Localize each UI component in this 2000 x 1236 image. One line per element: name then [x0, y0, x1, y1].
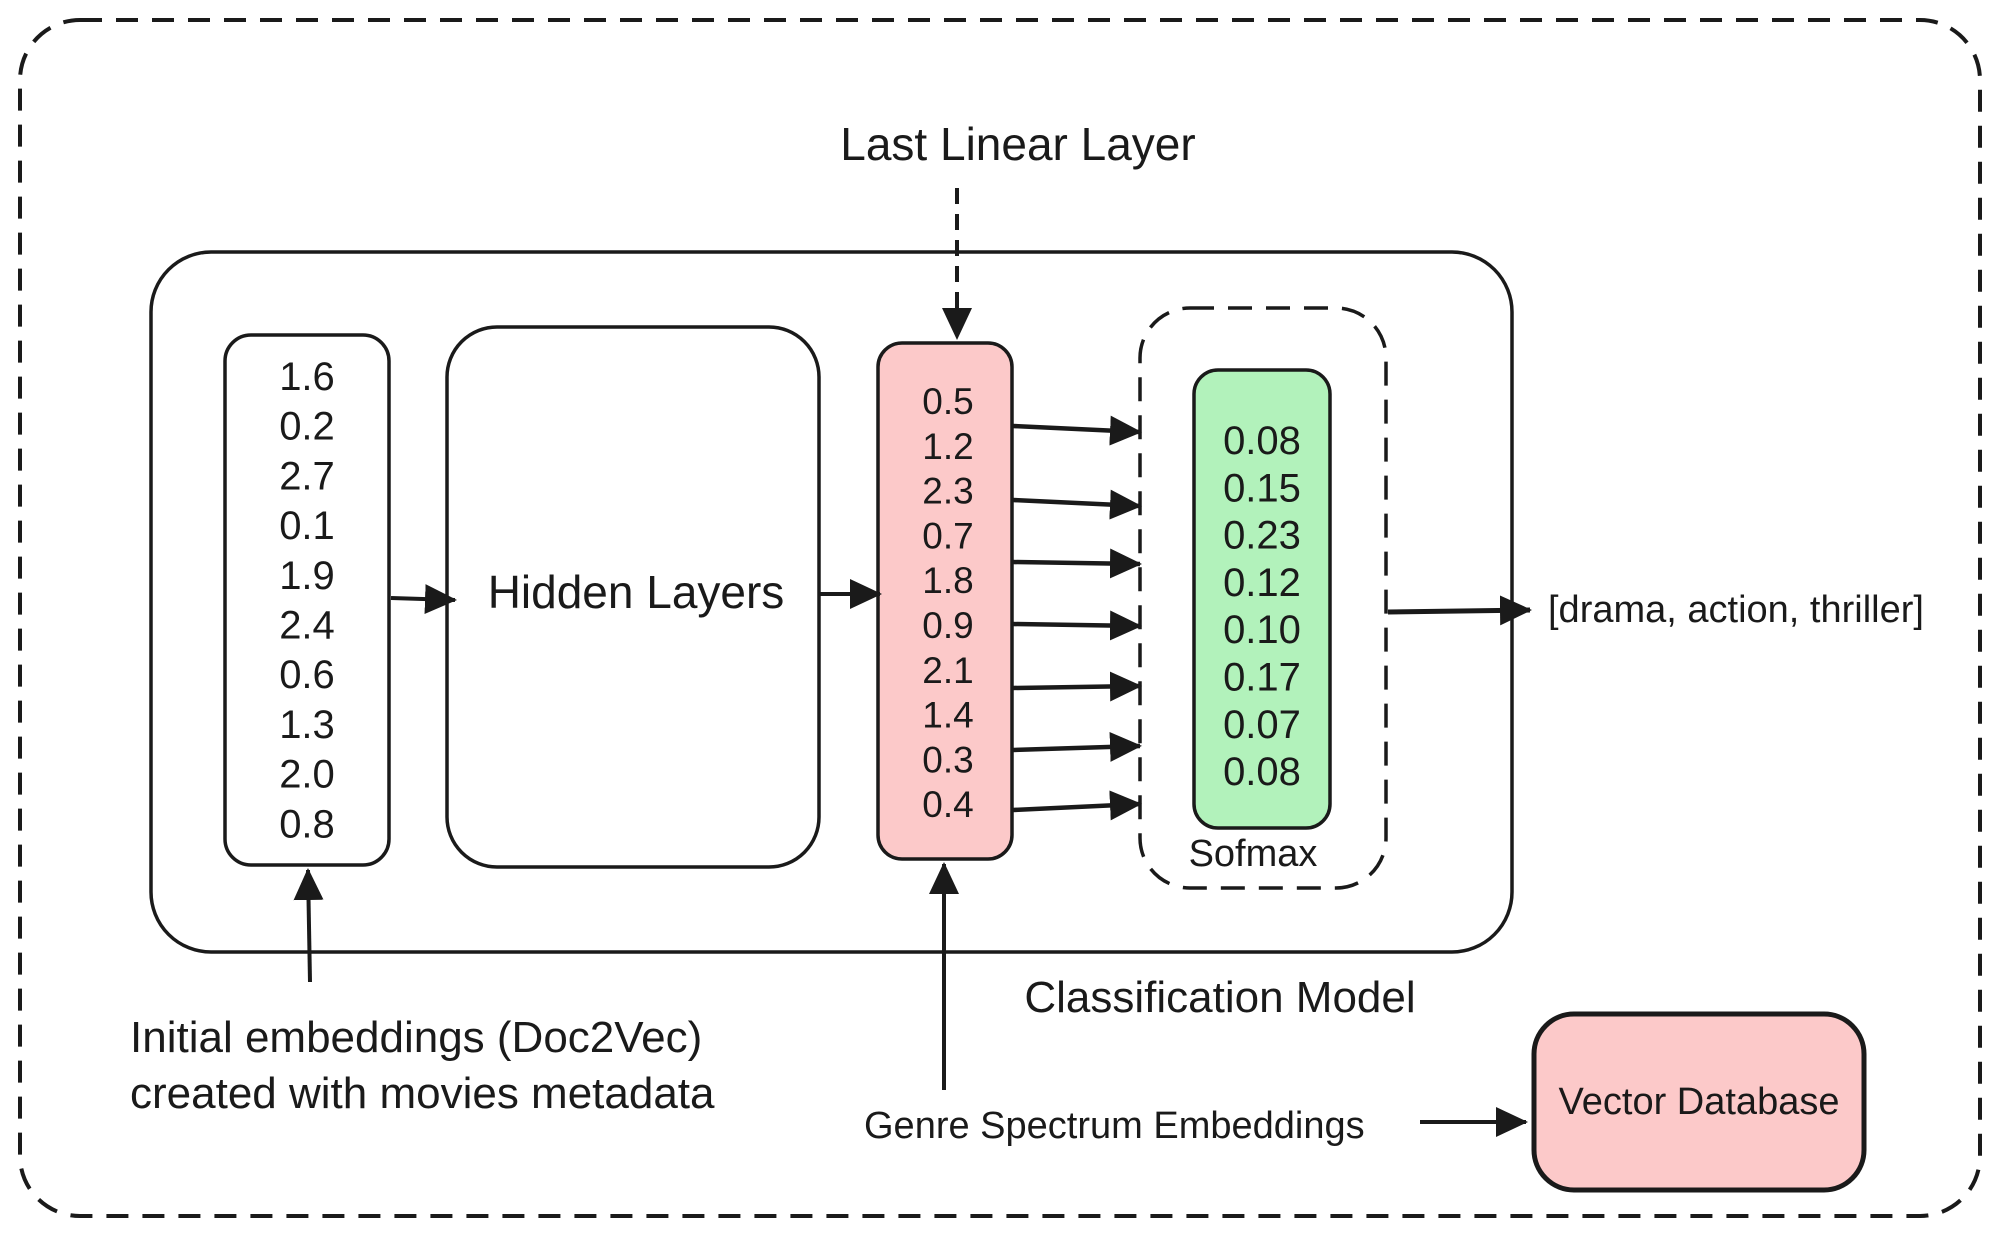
- softmax-value: 0.07: [1223, 703, 1301, 747]
- linear-softmax-arrow: [1012, 671, 1142, 702]
- genre-spectrum-label: Genre Spectrum Embeddings: [864, 1105, 1365, 1147]
- last-linear-value: 1.4: [922, 695, 973, 736]
- input-embedding-value: 0.1: [279, 504, 335, 548]
- softmax-value: 0.08: [1223, 750, 1301, 794]
- input-to-hidden-arrow: [390, 584, 457, 615]
- linear-softmax-arrow: [1012, 731, 1142, 762]
- softmax-to-output-arrow: [1387, 595, 1532, 626]
- softmax-value: 0.17: [1223, 656, 1301, 700]
- input-embedding-value: 2.0: [279, 753, 335, 797]
- vector-database-box: [1531, 1011, 1867, 1193]
- softmax-value: 0.08: [1223, 419, 1301, 463]
- last-linear-value: 0.4: [922, 784, 973, 825]
- last-linear-value: 0.3: [922, 739, 973, 780]
- input-embedding-value: 2.4: [279, 604, 335, 648]
- last-linear-value: 1.8: [922, 560, 973, 601]
- softmax-values: 0.080.150.230.120.100.170.070.08: [1223, 419, 1301, 794]
- input-embedding-value: 1.3: [279, 703, 335, 747]
- softmax-container: [1138, 306, 1388, 890]
- input-embedding-value: 1.6: [279, 355, 335, 399]
- hidden-layers-label: Hidden Layers: [488, 566, 785, 618]
- input-embedding-value: 2.7: [279, 454, 335, 498]
- softmax-value: 0.10: [1223, 608, 1301, 652]
- linear-softmax-arrow: [1012, 415, 1142, 446]
- linear-softmax-arrow: [1012, 548, 1142, 579]
- last-linear-value: 0.5: [922, 381, 973, 422]
- softmax-value: 0.15: [1223, 466, 1301, 510]
- input-embedding-value: 0.8: [279, 802, 335, 846]
- classification-model-label: Classification Model: [1024, 973, 1415, 1022]
- softmax-label: Sofmax: [1189, 833, 1318, 875]
- output-label: [drama, action, thriller]: [1548, 589, 1924, 631]
- linear-softmax-arrow: [1012, 790, 1142, 821]
- last-linear-value: 0.7: [922, 515, 973, 556]
- last-linear-value: 0.9: [922, 605, 973, 646]
- input-embedding-value: 1.9: [279, 554, 335, 598]
- linear-to-softmax-arrows: [1012, 415, 1142, 821]
- softmax-value: 0.12: [1223, 561, 1301, 605]
- initial-embeddings-label-line1: Initial embeddings (Doc2Vec): [130, 1013, 702, 1062]
- last-linear-values: 0.51.22.30.71.80.92.11.40.30.4: [922, 381, 973, 825]
- initial-embeddings-label-line2: created with movies metadata: [130, 1069, 715, 1118]
- linear-softmax-arrow: [1012, 489, 1142, 520]
- last-linear-layer-label: Last Linear Layer: [840, 118, 1195, 170]
- vector-database-label: Vector Database: [1559, 1081, 1840, 1123]
- input-embedding-box: [223, 333, 391, 867]
- input-embedding-values: 1.6 0.2 2.7 0.1 1.9 2.4 0.6 1.3 2.0 0.8: [279, 355, 335, 846]
- last-linear-value: 1.2: [922, 426, 973, 467]
- softmax-values-box: [1192, 368, 1332, 830]
- last-linear-value: 2.3: [922, 471, 973, 512]
- initial-embeddings-arrow: [293, 868, 324, 983]
- softmax-value: 0.23: [1223, 514, 1301, 558]
- input-embedding-value: 0.2: [279, 405, 335, 449]
- outer-frame: [18, 18, 1982, 1218]
- last-linear-value: 2.1: [922, 650, 973, 691]
- input-embedding-value: 0.6: [279, 653, 335, 697]
- linear-softmax-arrow: [1012, 610, 1142, 641]
